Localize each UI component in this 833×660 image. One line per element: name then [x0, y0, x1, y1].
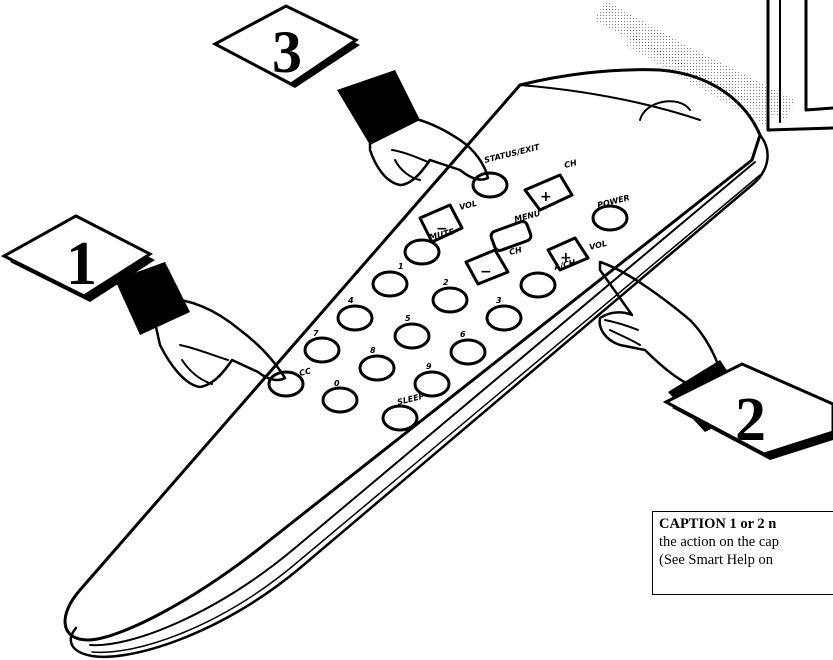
digit-7-button[interactable]: [305, 338, 339, 362]
tv-corner: [600, 0, 833, 130]
ach-label: A/CH: [552, 258, 576, 272]
digit-3-label: 3: [496, 296, 502, 305]
cc-button[interactable]: [269, 372, 303, 396]
digit-0-button[interactable]: [323, 388, 357, 412]
digit-4-label: 4: [347, 296, 354, 305]
ch-minus-icon: −: [480, 264, 492, 280]
digit-0-label: 0: [334, 379, 340, 388]
sleep-button[interactable]: [383, 406, 417, 430]
ch-plus-icon: +: [540, 189, 552, 205]
digit-1-button[interactable]: [373, 272, 407, 296]
remote-buttons: STATUS/EXIT + CH POWER − VOL MENU MUTE +…: [269, 142, 631, 430]
caption-line-3: (See Smart Help on: [659, 551, 833, 569]
digit-1-label: 1: [398, 262, 404, 271]
vol-down-label: VOL: [458, 199, 478, 212]
hand-pointer-1: [115, 262, 285, 387]
status-exit-label: STATUS/EXIT: [483, 142, 541, 165]
digit-2-label: 2: [443, 278, 449, 287]
digit-9-label: 9: [426, 362, 432, 371]
card-1-number: 1: [66, 230, 97, 298]
digit-5-label: 5: [405, 314, 411, 323]
digit-6-label: 6: [460, 330, 466, 339]
hand-pointer-3: [337, 70, 488, 185]
cc-label: CC: [298, 366, 312, 378]
card-3-number: 3: [272, 19, 302, 85]
digit-6-button[interactable]: [451, 340, 485, 364]
sleep-label: SLEEP: [396, 391, 425, 406]
mute-label: MUTE: [428, 227, 455, 242]
digit-7-label: 7: [313, 329, 319, 338]
mute-button[interactable]: [405, 240, 439, 264]
caption-line-1: CAPTION 1 or 2 n: [659, 515, 833, 533]
caption-line-2: the action on the cap: [659, 533, 833, 551]
digit-3-button[interactable]: [487, 306, 521, 330]
ch-down-label: CH: [508, 245, 523, 257]
status-exit-button[interactable]: [473, 173, 507, 197]
digit-8-button[interactable]: [360, 356, 394, 380]
card-2-number: 2: [735, 386, 766, 454]
menu-label: MENU: [513, 209, 541, 224]
digit-5-button[interactable]: [395, 324, 429, 348]
caption-lead: CAPTION 1 or 2 n: [659, 516, 776, 532]
vol-up-label: VOL: [588, 239, 608, 252]
digit-8-label: 8: [370, 346, 376, 355]
ach-button[interactable]: [521, 273, 555, 297]
caption-note-box: CAPTION 1 or 2 n the action on the cap (…: [652, 511, 833, 595]
card-3: 3: [215, 6, 360, 88]
ch-up-label: CH: [563, 158, 578, 170]
digit-4-button[interactable]: [338, 306, 372, 330]
digit-2-button[interactable]: [433, 288, 467, 312]
